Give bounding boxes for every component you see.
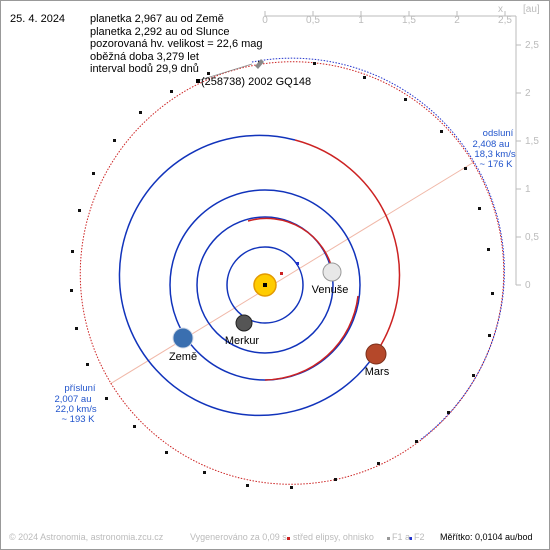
mercury-orbit: [226, 246, 304, 324]
aphelion-distance: 2,408 au: [473, 139, 510, 150]
ellipse-center-marker: [280, 272, 283, 275]
x-tick-label: 2,5: [498, 15, 512, 26]
footer-copyright: © 2024 Astronomia, astronomia.zcu.cz: [9, 532, 164, 542]
mars-label: Mars: [365, 366, 390, 378]
legend-f1-marker: [387, 537, 390, 540]
y-tick-label: 1: [525, 184, 531, 195]
y-tick-label: 0: [525, 280, 531, 291]
legend-center-marker: [287, 537, 290, 540]
x-axis-label: x: [498, 4, 503, 15]
perihelion-title: přísluní: [64, 383, 96, 394]
y-tick-label: 1,5: [525, 136, 539, 147]
info-magnitude: pozorovaná hv. velikost = 22,6 mag: [90, 38, 263, 50]
info-sun-distance: planetka 2,292 au od Slunce: [90, 25, 230, 38]
x-tick-label: 1: [358, 15, 364, 26]
asteroid-name-marker: [196, 79, 200, 83]
mars-orbit-inner: [118, 134, 377, 417]
x-tick-label: 0,5: [306, 15, 320, 26]
venus-label: Venuše: [312, 284, 349, 296]
y-tick-label: 2,5: [525, 40, 539, 51]
date-label: 25. 4. 2024: [10, 13, 66, 25]
footer-scale: Měřítko: 0,0104 au/bod: [440, 532, 533, 542]
perihelion-distance: 2,007 au: [55, 394, 92, 405]
x-tick-label: 1,5: [402, 15, 416, 26]
earth-label: Země: [169, 351, 197, 363]
aphelion-speed: 18,3 km/s: [474, 149, 515, 160]
aphelion-temperature: ~ 176 K: [479, 159, 513, 170]
mars-orbit-outer: [294, 139, 401, 354]
right-axis: [515, 16, 521, 286]
venus-orbit-red-segment: [247, 217, 334, 273]
info-earth-distance: planetka 2,967 au od Země: [90, 13, 224, 25]
y-tick-label: 2: [525, 88, 531, 99]
legend-f2-marker: [409, 537, 412, 540]
mars-icon: [365, 343, 387, 365]
earth-icon: [172, 327, 194, 349]
footer-legend-f1: F1 a: [392, 532, 411, 542]
x-tick-label: 2: [454, 15, 460, 26]
footer-legend-f2: F2: [414, 532, 425, 542]
asteroid-icon: [255, 59, 264, 69]
axis-unit: [au]: [523, 4, 540, 15]
focus-f2-marker: [296, 262, 299, 265]
asteroid-pointer-line: [199, 63, 253, 81]
info-block: planetka 2,967 au od Země planetka 2,292…: [90, 13, 263, 76]
info-orbital-period: oběžná doba 3,279 let: [90, 50, 199, 63]
mercury-label: Merkur: [225, 335, 260, 347]
perihelion-speed: 22,0 km/s: [55, 404, 96, 415]
venus-orbit: [196, 216, 334, 354]
footer-legend-center: střed elipsy, ohnisko: [293, 532, 374, 542]
aphelion-title: odsluní: [483, 128, 514, 139]
sun-center-marker: [263, 283, 267, 287]
perihelion-temperature: ~ 193 K: [61, 414, 95, 425]
x-tick-label: 0: [262, 15, 268, 26]
asteroid-orbit-points: [70, 61, 494, 489]
earth-orbit-red-segment: [264, 295, 359, 381]
venus-icon: [322, 262, 342, 282]
footer-generated: Vygenerováno za 0,09 s: [190, 532, 287, 542]
y-tick-label: 0,5: [525, 232, 539, 243]
asteroid-name: (258738) 2002 GQ148: [201, 76, 311, 88]
mercury-icon: [235, 314, 253, 332]
top-axis: [264, 11, 516, 17]
apsis-line: [109, 161, 475, 385]
info-point-interval: interval bodů 29,9 dnů: [90, 63, 199, 75]
asteroid-orbit-far: [251, 57, 505, 441]
